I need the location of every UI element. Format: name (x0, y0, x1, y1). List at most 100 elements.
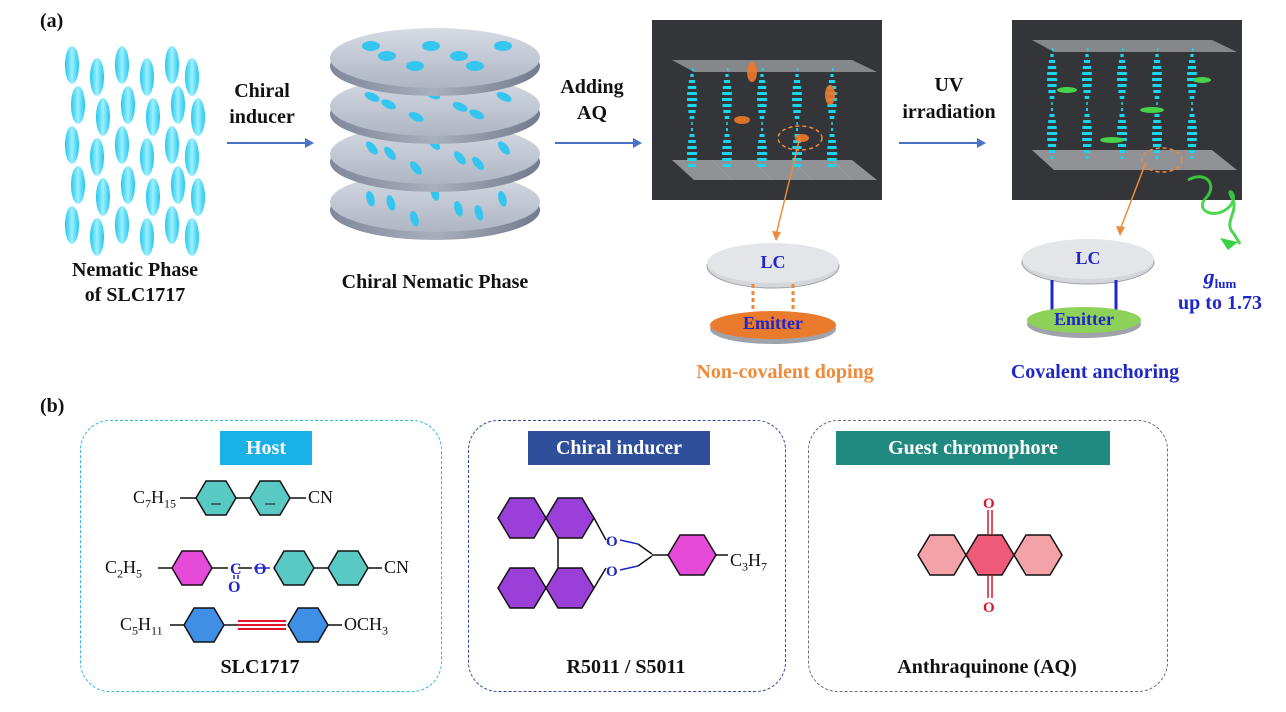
nematic-molecule (65, 126, 79, 164)
chiral-layer-molecule (498, 190, 507, 207)
chiral-layer-molecule (381, 99, 397, 110)
helix-segment (723, 80, 731, 83)
host-panel (80, 420, 442, 692)
helix-segment (1190, 54, 1194, 57)
helix-segment (757, 92, 767, 95)
helix-segment (1052, 48, 1054, 51)
helix-segment (1188, 60, 1196, 63)
helix-segment (1155, 54, 1159, 57)
helix-segment (793, 140, 801, 143)
helix-segment (1087, 48, 1089, 51)
helix-segment (1047, 132, 1057, 135)
chiral-inducer-tag: Chiral inducer (528, 431, 710, 465)
helix-segment (762, 68, 764, 71)
chiral-layer-molecule (474, 205, 484, 221)
chiral-nematic-illustration (330, 28, 540, 240)
helix-segment (831, 128, 833, 131)
helix-segment (688, 110, 696, 113)
helix-segment (722, 86, 732, 89)
chiral-inducer-panel (468, 420, 786, 692)
helix-segment (1188, 90, 1196, 93)
chiral-layer-molecule (496, 91, 512, 102)
nematic-caption-line1: Nematic Phase (71, 259, 199, 281)
helix-segment (828, 140, 836, 143)
anchoring-lc-label: LC (1075, 248, 1101, 268)
helix-segment (758, 80, 766, 83)
helix-segment (692, 68, 694, 71)
helix-segment (687, 98, 697, 101)
nematic-molecule (191, 178, 205, 216)
helix-segment (722, 98, 732, 101)
helix-segment (1152, 138, 1162, 141)
nematic-caption-line2: of SLC1717 (84, 284, 186, 306)
helix-segment (722, 152, 732, 155)
nematic-molecule (90, 218, 104, 256)
helix-segment (1152, 78, 1162, 81)
chiral-layer-molecule (453, 151, 466, 165)
helix-segment (1187, 66, 1197, 69)
svg-text:O: O (983, 496, 995, 512)
nematic-molecule (165, 46, 179, 84)
guest-tag: Guest chromophore (836, 431, 1110, 465)
helix-segment (691, 122, 693, 125)
svg-text:C: C (230, 561, 242, 578)
chiral-layer-molecule (454, 200, 463, 217)
helix-segment (726, 128, 728, 131)
cpl-emission-spiral (1187, 175, 1242, 250)
helix-segment (1084, 114, 1090, 117)
svg-text:O: O (606, 564, 618, 580)
chiral-layer-molecule (362, 41, 380, 51)
nematic-molecule (71, 86, 85, 124)
chiral-layer-molecule (384, 146, 397, 161)
helix-segment (1049, 96, 1055, 99)
host-formula1-left: C7H15 (133, 487, 177, 511)
helix-segment (1156, 102, 1158, 105)
non-covalent-doping-caption: Non-covalent doping (696, 361, 874, 383)
helix-segment (1051, 102, 1053, 105)
nematic-molecule (90, 138, 104, 176)
helix-segment (687, 158, 697, 161)
helix-segment (1083, 60, 1091, 63)
helix-segment (1120, 156, 1124, 159)
step3-label-line1: UV (934, 74, 964, 96)
helix-segment (757, 164, 767, 167)
helix-segment (1117, 144, 1127, 147)
host-structures: C O O (158, 480, 382, 643)
helix-segment (831, 122, 833, 125)
helix-segment (722, 146, 732, 149)
helix-segment (792, 98, 802, 101)
helix-segment (1082, 84, 1092, 87)
helix-segment (1119, 114, 1125, 117)
helix-segment (827, 164, 837, 167)
chiral-layer-molecule (378, 51, 396, 61)
helix-segment (832, 68, 834, 71)
helix-segment (1117, 66, 1127, 69)
chiral-layer-molecule (469, 109, 485, 120)
chiral-layer-molecule (364, 91, 380, 102)
step2-arrow (555, 138, 642, 148)
chiral-inducer-name: R5011 / S5011 (566, 656, 686, 678)
helix-segment (757, 146, 767, 149)
guest-name: Anthraquinone (AQ) (897, 656, 1077, 678)
helix-segment (1152, 132, 1162, 135)
chiral-layer-molecule (466, 61, 484, 71)
host-formula1-right: CN (308, 487, 334, 507)
helix-segment (1084, 150, 1090, 153)
helix-segment (1153, 120, 1161, 123)
nematic-molecule (121, 86, 135, 124)
step1-label-line1: Chiral (234, 80, 290, 102)
helix-segment (1048, 60, 1056, 63)
nematic-molecule (140, 58, 154, 96)
nematic-molecule (115, 46, 129, 84)
helix-segment (1152, 72, 1162, 75)
helix-segment (792, 164, 802, 167)
glum-value: up to 1.73 (1178, 292, 1262, 314)
helix-segment (792, 104, 802, 107)
helix-segment (1189, 96, 1195, 99)
nematic-molecule (146, 98, 160, 136)
panel-a-label: (a) (40, 10, 64, 32)
step2-label-line2: AQ (577, 102, 607, 124)
helix-segment (1117, 126, 1127, 129)
nematic-molecule (96, 178, 110, 216)
nematic-molecule (115, 206, 129, 244)
